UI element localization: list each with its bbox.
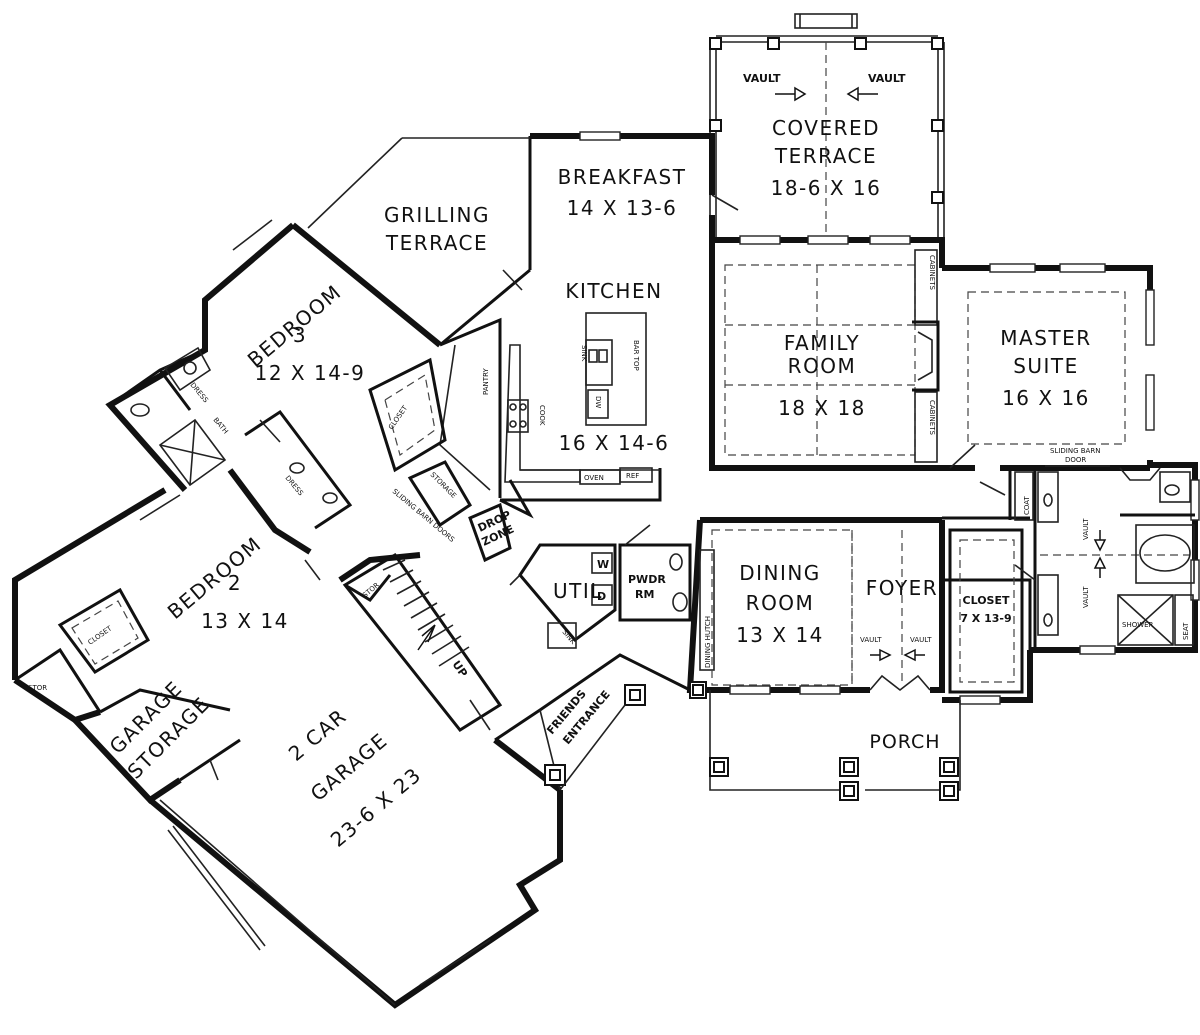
closet-name: CLOSET <box>963 594 1010 607</box>
covered-terrace-name: TERRACE <box>774 144 877 168</box>
master-suite: MASTER SUITE 16 X 16 SLIDING BARN DOOR <box>949 291 1126 469</box>
master-suite-size: 16 X 16 <box>1002 386 1090 410</box>
util-sink-label: SINK <box>560 628 577 646</box>
breakfast-kitchen: BREAKFAST 14 X 13-6 KITCHEN SINK DW BAR … <box>439 165 739 519</box>
bath-label: BATH <box>211 416 229 435</box>
bar-top-label: BAR TOP <box>632 340 640 371</box>
covered-terrace-size: 18-6 X 16 <box>771 176 882 200</box>
foyer: FOYER VAULT VAULT <box>851 530 938 692</box>
garage-storage: GARAGE STORAGE <box>105 676 241 784</box>
bedroom-3-number: 3 <box>293 323 307 347</box>
windows <box>139 131 1200 986</box>
garage: 2 CAR GARAGE 23-6 X 23 <box>284 704 426 852</box>
bedroom-3-size: 12 X 14-9 <box>255 361 366 385</box>
seat-label: SEAT <box>1182 622 1190 640</box>
util-name: UTIL <box>553 579 603 603</box>
coat-label: COAT <box>1023 495 1031 515</box>
stairs-up-label: UP <box>450 658 470 679</box>
dryer-label: D <box>597 590 606 603</box>
closet-label: CLOSET <box>387 404 410 431</box>
master-suite-name: SUITE <box>1013 354 1079 378</box>
grilling-terrace-name: GRILLING <box>384 203 490 227</box>
bedroom-2-number: 2 <box>228 571 242 595</box>
bedroom-2-size: 13 X 14 <box>201 609 289 633</box>
family-room: CABINETS CABINETS FAMILY ROOM 18 X 18 <box>724 249 940 463</box>
bedroom-3: BEDROOM 3 12 X 14-9 CLOSET STORAGE SLIDI… <box>243 280 516 563</box>
vault-label: VAULT <box>868 72 906 85</box>
master-suite-name: MASTER <box>1000 326 1091 350</box>
breakfast-size: 14 X 13-6 <box>567 196 678 220</box>
vault-label: VAULT <box>910 636 932 644</box>
util: W D UTIL SINK <box>509 543 617 649</box>
grilling-terrace: GRILLING TERRACE <box>384 203 523 291</box>
friends-entrance: FRIENDS ENTRANCE <box>494 653 691 791</box>
family-room-name: ROOM <box>788 354 857 378</box>
cabinets-label: CABINETS <box>928 400 936 435</box>
stor-label: STOR <box>28 684 47 692</box>
dress-label: DRESS <box>188 381 210 405</box>
grilling-terrace-name: TERRACE <box>385 231 488 255</box>
covered-terrace: VAULT VAULT COVERED TERRACE 18-6 X 16 <box>709 13 945 240</box>
dining-room: DINING ROOM 13 X 14 <box>711 529 853 686</box>
covered-terrace-name: COVERED <box>772 116 880 140</box>
porch-name: PORCH <box>869 731 940 753</box>
sink-label: SINK <box>580 345 588 362</box>
washer-label: W <box>597 558 609 571</box>
family-room-size: 18 X 18 <box>778 396 866 420</box>
master-bath: COAT VAULT VAULT SHOWER SEAT <box>979 467 1195 650</box>
sliding-barn-doors-label: SLIDING BARN DOORS <box>391 487 457 544</box>
oven-label: OVEN <box>584 474 604 482</box>
sliding-barn-door-label: SLIDING BARN <box>1050 447 1100 455</box>
cook-label: COOK <box>538 405 546 426</box>
kitchen-size: 16 X 14-6 <box>559 431 670 455</box>
closet-large: CLOSET 7 X 13-9 <box>948 528 1024 694</box>
stairs: UP STOR <box>342 552 503 732</box>
porch: PORCH <box>689 681 961 801</box>
dress-label: DRESS <box>283 474 305 498</box>
dining-room-size: 13 X 14 <box>736 623 824 647</box>
vault-label: VAULT <box>1082 586 1090 608</box>
vault-label: VAULT <box>1082 518 1090 540</box>
dw-label: DW <box>594 396 602 408</box>
shower-label: SHOWER <box>1122 621 1154 629</box>
breakfast-name: BREAKFAST <box>558 165 687 189</box>
closet-label: CLOSET <box>87 624 114 647</box>
sliding-barn-door-label: DOOR <box>1065 456 1086 464</box>
pwdr-name: RM <box>635 588 654 601</box>
dining-room-name: DINING <box>739 561 821 585</box>
cabinets-label: CABINETS <box>928 255 936 290</box>
vault-label: VAULT <box>743 72 781 85</box>
family-room-name: FAMILY <box>784 331 860 355</box>
closet-size: 7 X 13-9 <box>960 612 1011 625</box>
dining-hutch-label: DINING HUTCH <box>704 616 712 668</box>
dining-room-name: ROOM <box>746 591 815 615</box>
vault-label: VAULT <box>860 636 882 644</box>
pwdr-name: PWDR <box>628 573 666 586</box>
pantry-label: PANTRY <box>482 368 490 395</box>
foyer-name: FOYER <box>866 576 938 600</box>
powder-room: PWDR RM DINING HUTCH <box>618 524 715 671</box>
ref-label: REF <box>626 472 639 480</box>
kitchen-name: KITCHEN <box>565 279 662 303</box>
bath-cluster: DRESS BATH DRESS <box>109 346 353 530</box>
